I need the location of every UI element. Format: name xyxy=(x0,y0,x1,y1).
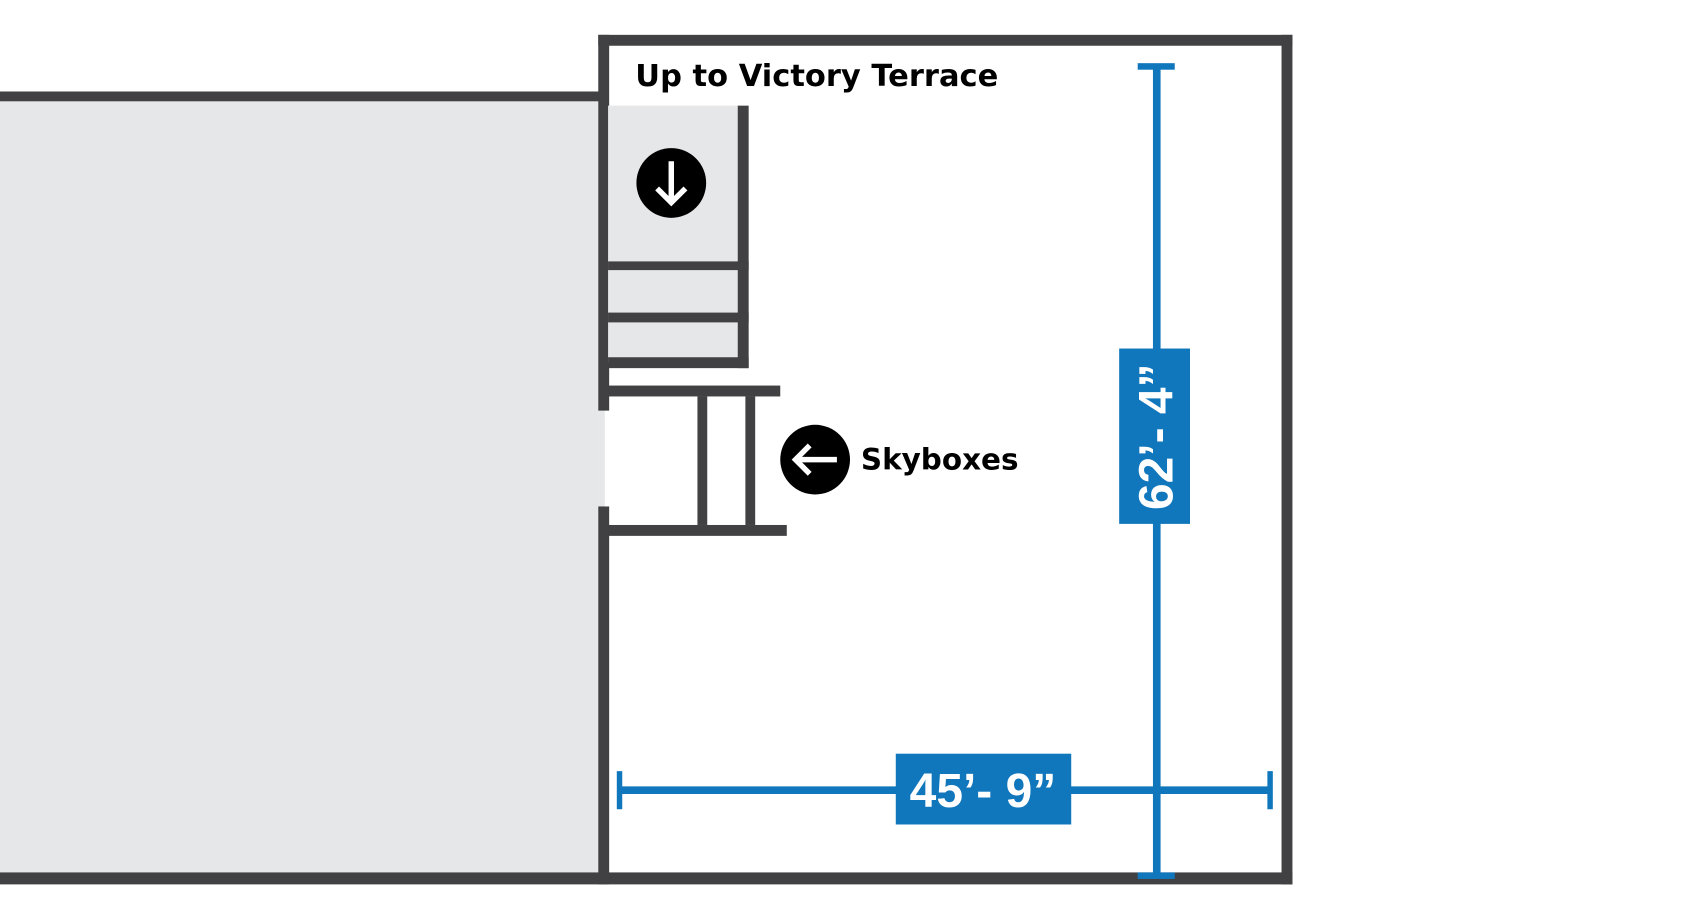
stair-wall-right xyxy=(737,105,749,369)
corridor-post xyxy=(745,396,756,525)
room-wall-bottom xyxy=(0,872,1293,885)
stair-step xyxy=(608,261,749,271)
room-wall-left-upper xyxy=(598,34,610,411)
stair-step xyxy=(608,312,749,323)
corridor-wall-bottom xyxy=(608,524,787,536)
terrace-label: Up to Victory Terrace xyxy=(635,59,998,94)
skyboxes-label: Skyboxes xyxy=(861,442,1019,476)
room-wall-top xyxy=(598,34,1293,46)
room-wall-right xyxy=(1281,34,1293,885)
width-dimension-label: 45’- 9” xyxy=(910,765,1057,818)
corridor-wall-top xyxy=(608,385,781,397)
door-threshold xyxy=(598,409,605,508)
arrow-left-circle-icon xyxy=(780,424,850,495)
stair-step xyxy=(608,357,749,369)
adjacent-area-top-wall xyxy=(0,91,602,102)
adjacent-area xyxy=(0,95,599,875)
stair-area xyxy=(608,105,739,363)
corridor-post xyxy=(697,396,708,525)
width-dimension: 45’- 9” xyxy=(616,753,1273,825)
height-dimension-label: 62’- 4” xyxy=(1131,364,1184,510)
room-wall-left-lower xyxy=(598,506,610,885)
height-dimension: 62’- 4” xyxy=(1119,63,1190,879)
arrow-down-circle-icon xyxy=(636,148,707,218)
